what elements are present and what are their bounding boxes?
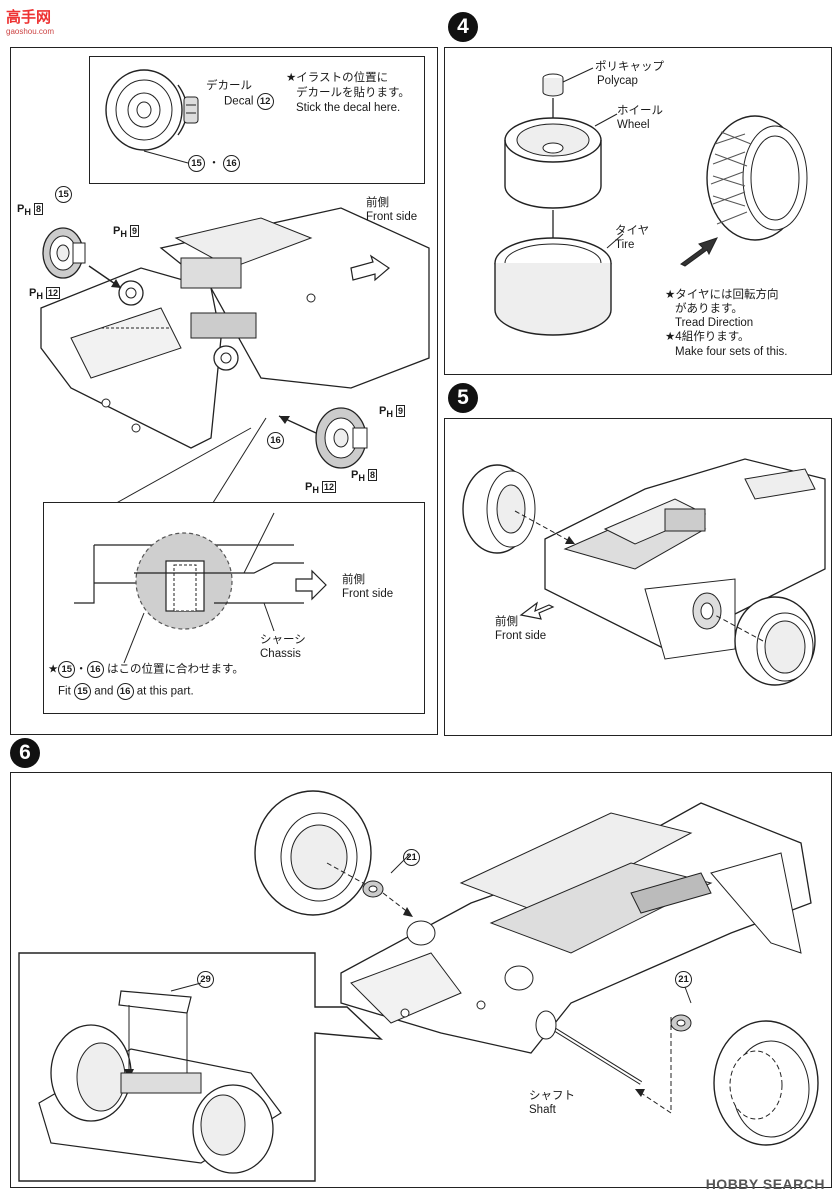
ph12-label-right: PH 12 [305,480,337,497]
part-16-circle: 16 [86,661,104,678]
ph-sub: H [386,409,393,420]
separator: ・ [75,663,87,676]
watermark-subtitle: gaoshou.com [6,27,55,36]
decal-label-en-text: Decal [224,95,254,108]
polycap-label-en: Polycap [597,75,638,87]
ph8-box: 8 [34,203,44,216]
tire-label-en: Tire [615,239,635,251]
step5-front-jp: 前側 [495,616,518,628]
sets-note-jp: ★4組作ります。 [665,331,750,343]
ph-prefix: P [29,287,37,299]
part-21-label-top: 21 [403,849,420,866]
tread-note-jp-1: ★タイヤには回転方向 [665,289,779,301]
ph9-label-left: PH 9 [113,224,140,241]
polycap-label-jp: ポリキャップ [595,61,664,73]
ph12-box: 12 [46,287,61,300]
decal-note-en: Stick the decal here. [296,102,401,114]
alignment-note-jp: ★15・16 はこの位置に合わせます。 [48,661,244,678]
ph-prefix: P [351,469,359,481]
alignment-detail-inset: 前側 Front side シャーシ Chassis ★15・16 はこの位置に… [43,502,425,714]
chassis-label-jp: シャーシ [260,634,306,646]
ph-sub: H [312,485,319,496]
decal-number-badge: 12 [256,93,274,110]
ph8-label-left: PH 8 [17,202,44,219]
decal-parts-label: 15 ・ 16 [188,155,240,172]
part-16-circle: 16 [267,432,284,449]
step3-panel: デカール Decal 12 ★イラストの位置に デカールを貼ります。 Stick… [10,47,438,735]
alignment-detail-illustration [74,512,327,664]
step5-number: 5 [448,383,478,413]
ph8-label-right: PH 8 [351,468,378,485]
ph-sub: H [120,229,127,240]
part-15-badge: 15 [188,155,205,172]
decal-note-jp-2: デカールを貼ります。 [296,87,410,99]
ph9-box: 9 [130,225,140,238]
wheel-label-jp: ホイール [617,105,663,117]
front-side-en: Front side [366,211,418,223]
ph9-box: 9 [396,405,406,418]
step4-number: 4 [448,12,478,42]
part-21-circle: 21 [403,849,420,866]
ph-sub: H [358,473,365,484]
detail-front-en: Front side [342,588,394,600]
part-15-label: 15 [55,186,72,203]
decal-label-jp: デカール [206,80,252,92]
ph-prefix: P [113,225,121,237]
wheel-decal-illustration [105,69,199,164]
alignment-note-en: Fit 15 and 16 at this part. [58,683,194,700]
parts-separator: ・ [208,157,220,170]
ph9-label-right: PH 9 [379,404,406,421]
front-chassis-illustration [40,207,430,507]
shaft-label-en: Shaft [529,1104,556,1116]
wheel-label-en: Wheel [617,119,650,131]
tread-note-en: Tread Direction [675,317,754,329]
step5-front-en: Front side [495,630,547,642]
part-15-circle: 15 [55,186,72,203]
part-16-label: 16 [267,432,284,449]
fit-word: Fit [58,685,71,698]
decal-label-en: Decal 12 [224,93,274,110]
rear-wheel-install-illustration [462,458,826,686]
ph-prefix: P [379,405,387,417]
and-word: and [94,685,114,698]
watermark-hobby-search: HOBBY SEARCH [706,1176,825,1192]
step5-panel: 前側 Front side [444,418,832,736]
ph12-label-left: PH 12 [29,286,61,303]
tire-label-jp: タイヤ [615,225,650,237]
alignment-note-jp-text: はこの位置に合わせます。 [107,663,244,676]
part-16-circle: 16 [116,683,134,700]
hobby-search-text: HOBBY SEARCH [705,1176,825,1192]
ph-sub: H [36,291,43,302]
ph-prefix: P [17,203,25,215]
wheel-tire-illustration [494,67,808,336]
part-29-label: 29 [197,971,214,988]
part-21-circle: 21 [675,971,692,988]
detail-front-jp: 前側 [342,574,365,586]
step4-panel: ポリキャップ Polycap ホイール Wheel タイヤ Tire ★タイヤに… [444,47,832,375]
ph-sub: H [24,207,31,218]
ph12-box: 12 [322,481,337,494]
watermark-title: 高手网 [6,9,52,26]
sets-note-en: Make four sets of this. [675,346,788,358]
part-15-circle: 15 [58,661,76,678]
watermark-logo: 高手网 gaoshou.com [6,6,54,36]
decal-note-jp-1: ★イラストの位置に [286,72,389,84]
shaft-label-jp: シャフト [529,1090,575,1102]
front-side-jp: 前側 [366,197,389,209]
ph-prefix: P [305,481,313,493]
at-this-part: at this part. [136,685,194,698]
part-21-label-right: 21 [675,971,692,988]
step6-panel: 21 21 29 シャフト Shaft [10,772,832,1188]
ph8-box: 8 [368,469,378,482]
part-16-badge: 16 [222,155,240,172]
step6-number: 6 [10,738,40,768]
part-15-circle: 15 [73,683,91,700]
part-29-circle: 29 [197,971,214,988]
tread-note-jp-2: があります。 [675,303,743,315]
decal-inset: デカール Decal 12 ★イラストの位置に デカールを貼ります。 Stick… [89,56,425,184]
shaft-install-illustration [18,790,819,1182]
chassis-label-en: Chassis [260,648,301,660]
